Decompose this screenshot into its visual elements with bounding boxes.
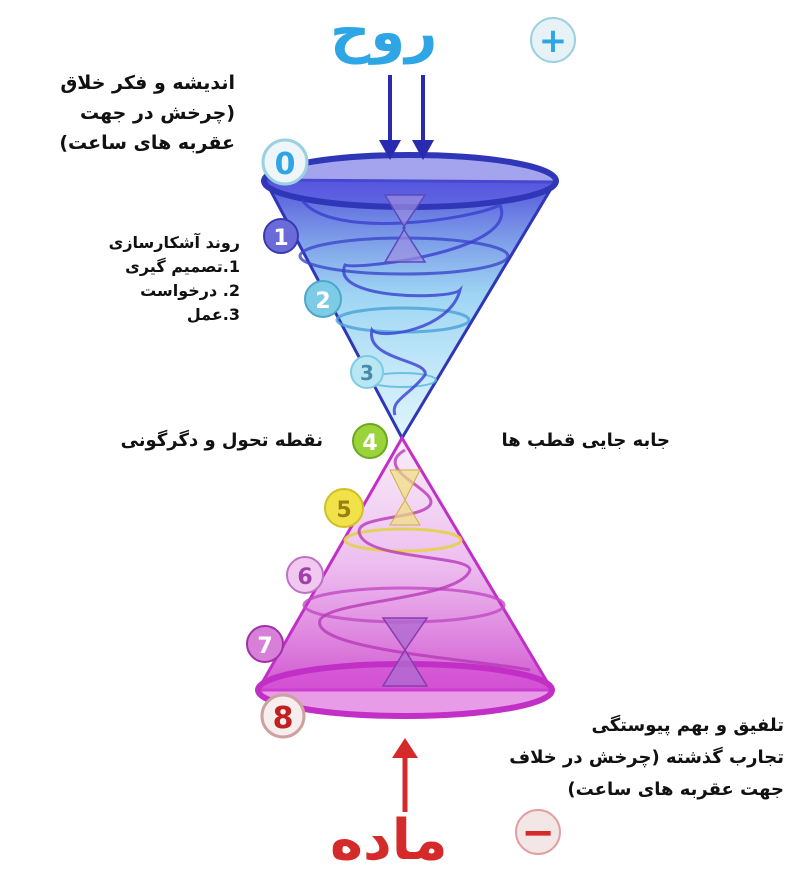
matter-arrow-up (392, 738, 418, 812)
stage-badge-0: 0 (263, 140, 307, 184)
spirit-title: روح (330, 0, 437, 65)
stage-badge-6: 6 (287, 557, 323, 593)
spirit-arrows-down (379, 75, 434, 160)
step-request-label: 2. درخواست (40, 280, 240, 302)
integration-label: تلفیق و بهم پیوستگی تجارب گذشته (چرخش در… (454, 710, 784, 806)
stage-badge-4: 4 (353, 424, 387, 458)
stage-badge-1: 1 (264, 219, 298, 253)
svg-text:5: 5 (336, 498, 351, 523)
stage-badge-5: 5 (325, 489, 363, 527)
svg-text:7: 7 (257, 634, 272, 659)
svg-text:4: 4 (362, 431, 377, 456)
svg-text:2: 2 (315, 289, 330, 314)
step-decision-label: 1.تصمیم گیری (40, 256, 240, 278)
svg-text:+: + (539, 21, 568, 61)
stage-badge-8: 8 (262, 695, 304, 737)
svg-text:6: 6 (297, 565, 312, 590)
matter-title: ماده (330, 808, 448, 873)
svg-text:−: − (521, 810, 555, 856)
svg-text:3: 3 (360, 361, 374, 385)
stage-badge-2: 2 (305, 281, 341, 317)
stage-badge-7: 7 (247, 626, 283, 662)
manifestation-process-label: روند آشکارسازی (40, 232, 240, 254)
step-action-label: 3.عمل (40, 304, 240, 326)
creative-thought-label: اندیشه و فکر خلاق (چرخش در جهت عقربه های… (0, 68, 235, 158)
svg-text:8: 8 (273, 701, 294, 736)
plus-sign-icon: + (531, 18, 575, 62)
stage-badge-3: 3 (351, 356, 383, 388)
pole-shift-label: جابه جایی قطب ها (440, 428, 670, 454)
minus-sign-icon: − (516, 810, 560, 856)
svg-text:0: 0 (275, 147, 296, 182)
transformation-point-label: نقطه تحول و دگرگونی (63, 428, 323, 454)
svg-text:1: 1 (273, 226, 288, 251)
